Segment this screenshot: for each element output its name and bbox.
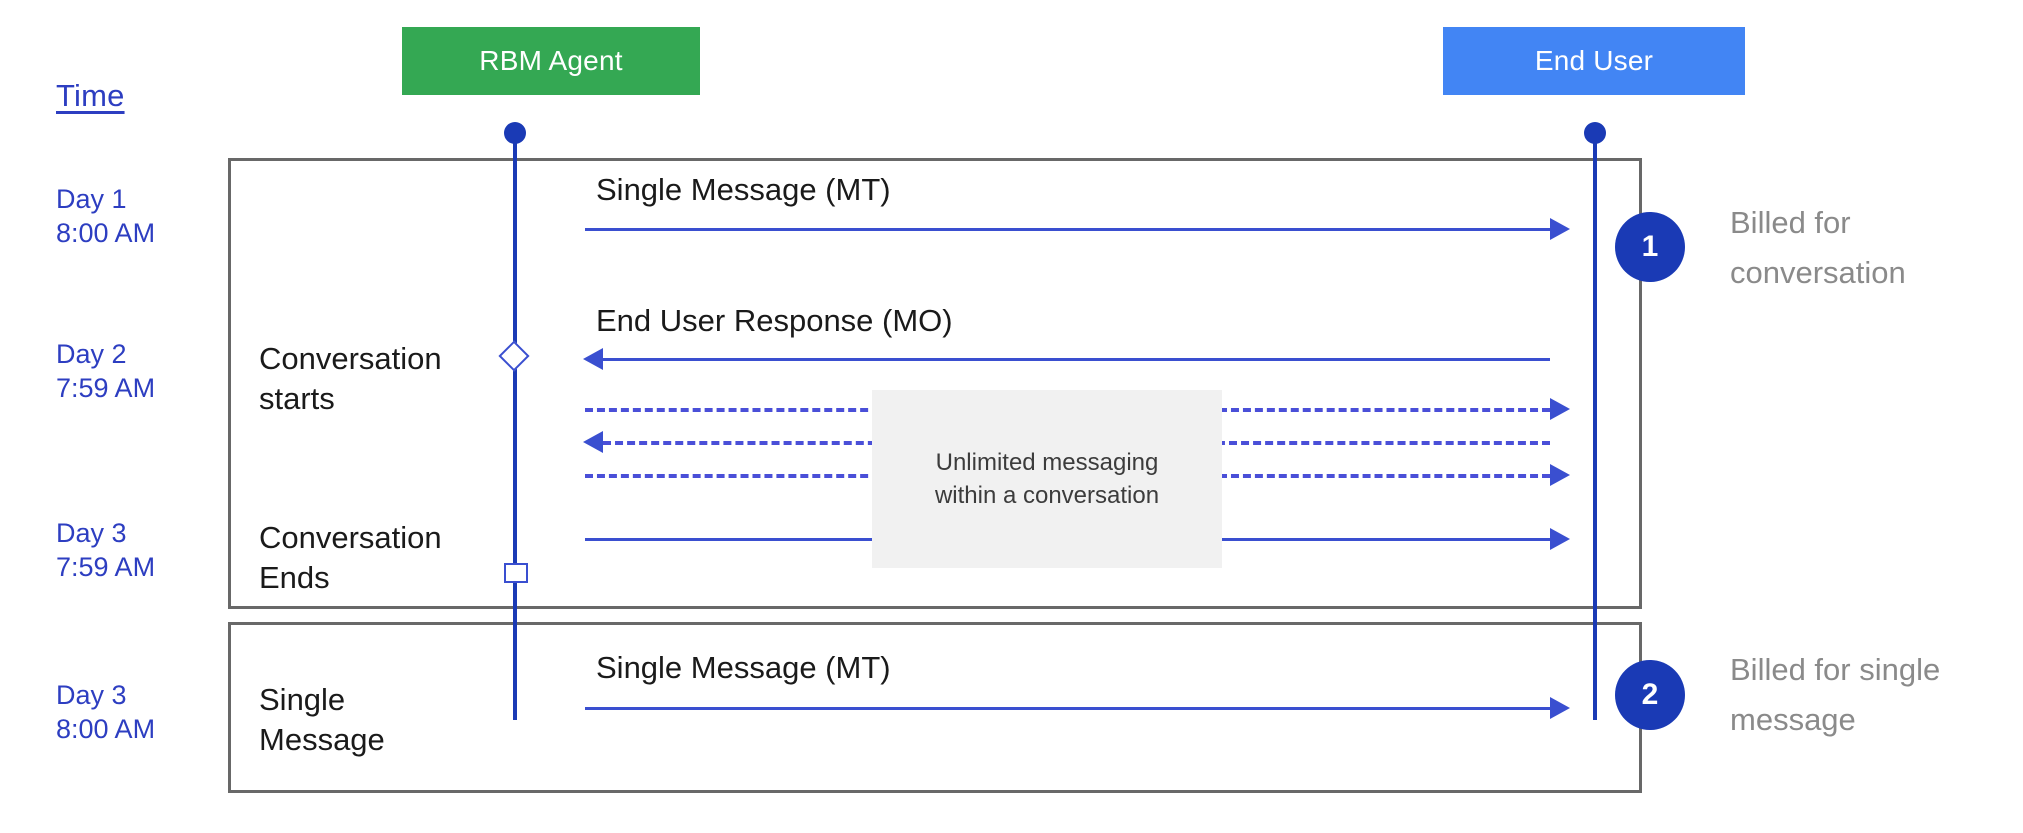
caption-conversation-ends: Conversation Ends	[259, 520, 442, 595]
message-line-end-user-response-mo	[603, 358, 1550, 361]
status-badge-2: 2	[1615, 660, 1685, 730]
arrow-head-right-icon	[1550, 464, 1570, 486]
conversation-end-rect-icon	[504, 563, 528, 583]
timestamp-day2-759am: Day 2 7:59 AM	[56, 337, 155, 405]
arrow-head-right-icon	[1550, 697, 1570, 719]
timestamp-day: Day 1	[56, 184, 127, 214]
billed-note-conversation: Billed for conversation	[1730, 205, 1906, 290]
lifeline-head-end-user-icon	[1584, 122, 1606, 144]
message-line-single-message-mt-2	[585, 707, 1550, 710]
note-unlimited-messaging: Unlimited messaging within a conversatio…	[872, 390, 1222, 568]
arrow-head-left-icon	[583, 348, 603, 370]
status-badge-1: 1	[1615, 212, 1685, 282]
timestamp-day: Day 2	[56, 339, 127, 369]
time-axis-label: Time	[56, 78, 125, 113]
timestamp-day1-800am: Day 1 8:00 AM	[56, 182, 155, 250]
arrow-head-right-icon	[1550, 528, 1570, 550]
timestamp-day3-800am: Day 3 8:00 AM	[56, 678, 155, 746]
phase-box-conversation	[228, 158, 1642, 609]
message-label-single-message-mt-1: Single Message (MT)	[596, 172, 891, 207]
timestamp-day3-759am: Day 3 7:59 AM	[56, 516, 155, 584]
caption-single-message: Single Message	[259, 682, 385, 757]
lifeline-head-rbm-agent-icon	[504, 122, 526, 144]
timestamp-day: Day 3	[56, 680, 127, 710]
actor-end-user[interactable]: End User	[1443, 27, 1745, 95]
actor-rbm-agent[interactable]: RBM Agent	[402, 27, 700, 95]
status-badge-1-number: 1	[1641, 230, 1659, 263]
timestamp-time: 8:00 AM	[56, 714, 156, 744]
note-unlimited-messaging-text: Unlimited messaging within a conversatio…	[934, 449, 1160, 509]
status-badge-2-number: 2	[1641, 678, 1659, 711]
actor-rbm-agent-label: RBM Agent	[479, 45, 623, 76]
message-label-end-user-response-mo: End User Response (MO)	[596, 303, 953, 338]
timestamp-day: Day 3	[56, 518, 127, 548]
message-label-single-message-mt-2: Single Message (MT)	[596, 650, 891, 685]
timestamp-time: 7:59 AM	[56, 373, 156, 403]
timestamp-time: 7:59 AM	[56, 552, 156, 582]
message-line-single-message-mt-1	[585, 228, 1550, 231]
arrow-head-right-icon	[1550, 398, 1570, 420]
actor-end-user-label: End User	[1534, 45, 1654, 76]
billed-note-single-message: Billed for single message	[1730, 652, 1941, 737]
arrow-head-left-icon	[583, 431, 603, 453]
arrow-head-right-icon	[1550, 218, 1570, 240]
timestamp-time: 8:00 AM	[56, 218, 156, 248]
lifeline-rbm-agent	[513, 128, 517, 720]
caption-conversation-starts: Conversation starts	[259, 341, 442, 416]
lifeline-end-user	[1593, 128, 1597, 720]
